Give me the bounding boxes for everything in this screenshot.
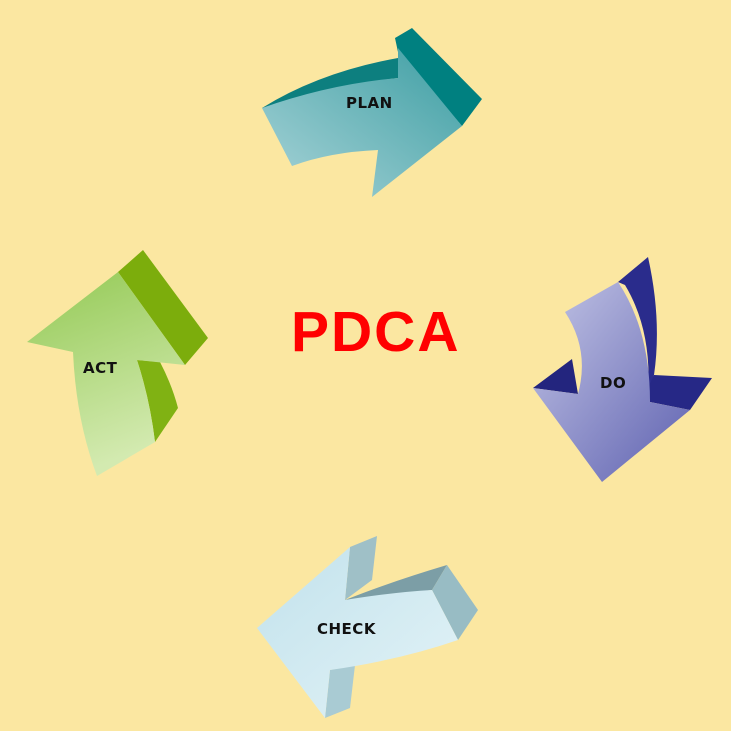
act-arrow-icon <box>27 250 208 476</box>
pdca-title: PDCA <box>291 300 461 364</box>
check-label: CHECK <box>317 620 376 638</box>
act-label: ACT <box>83 359 118 377</box>
do-label: DO <box>600 374 627 392</box>
do-arrow-icon <box>533 257 712 482</box>
check-arrow-icon <box>257 536 478 718</box>
plan-arrow-icon <box>262 28 482 197</box>
plan-label: PLAN <box>346 94 393 112</box>
